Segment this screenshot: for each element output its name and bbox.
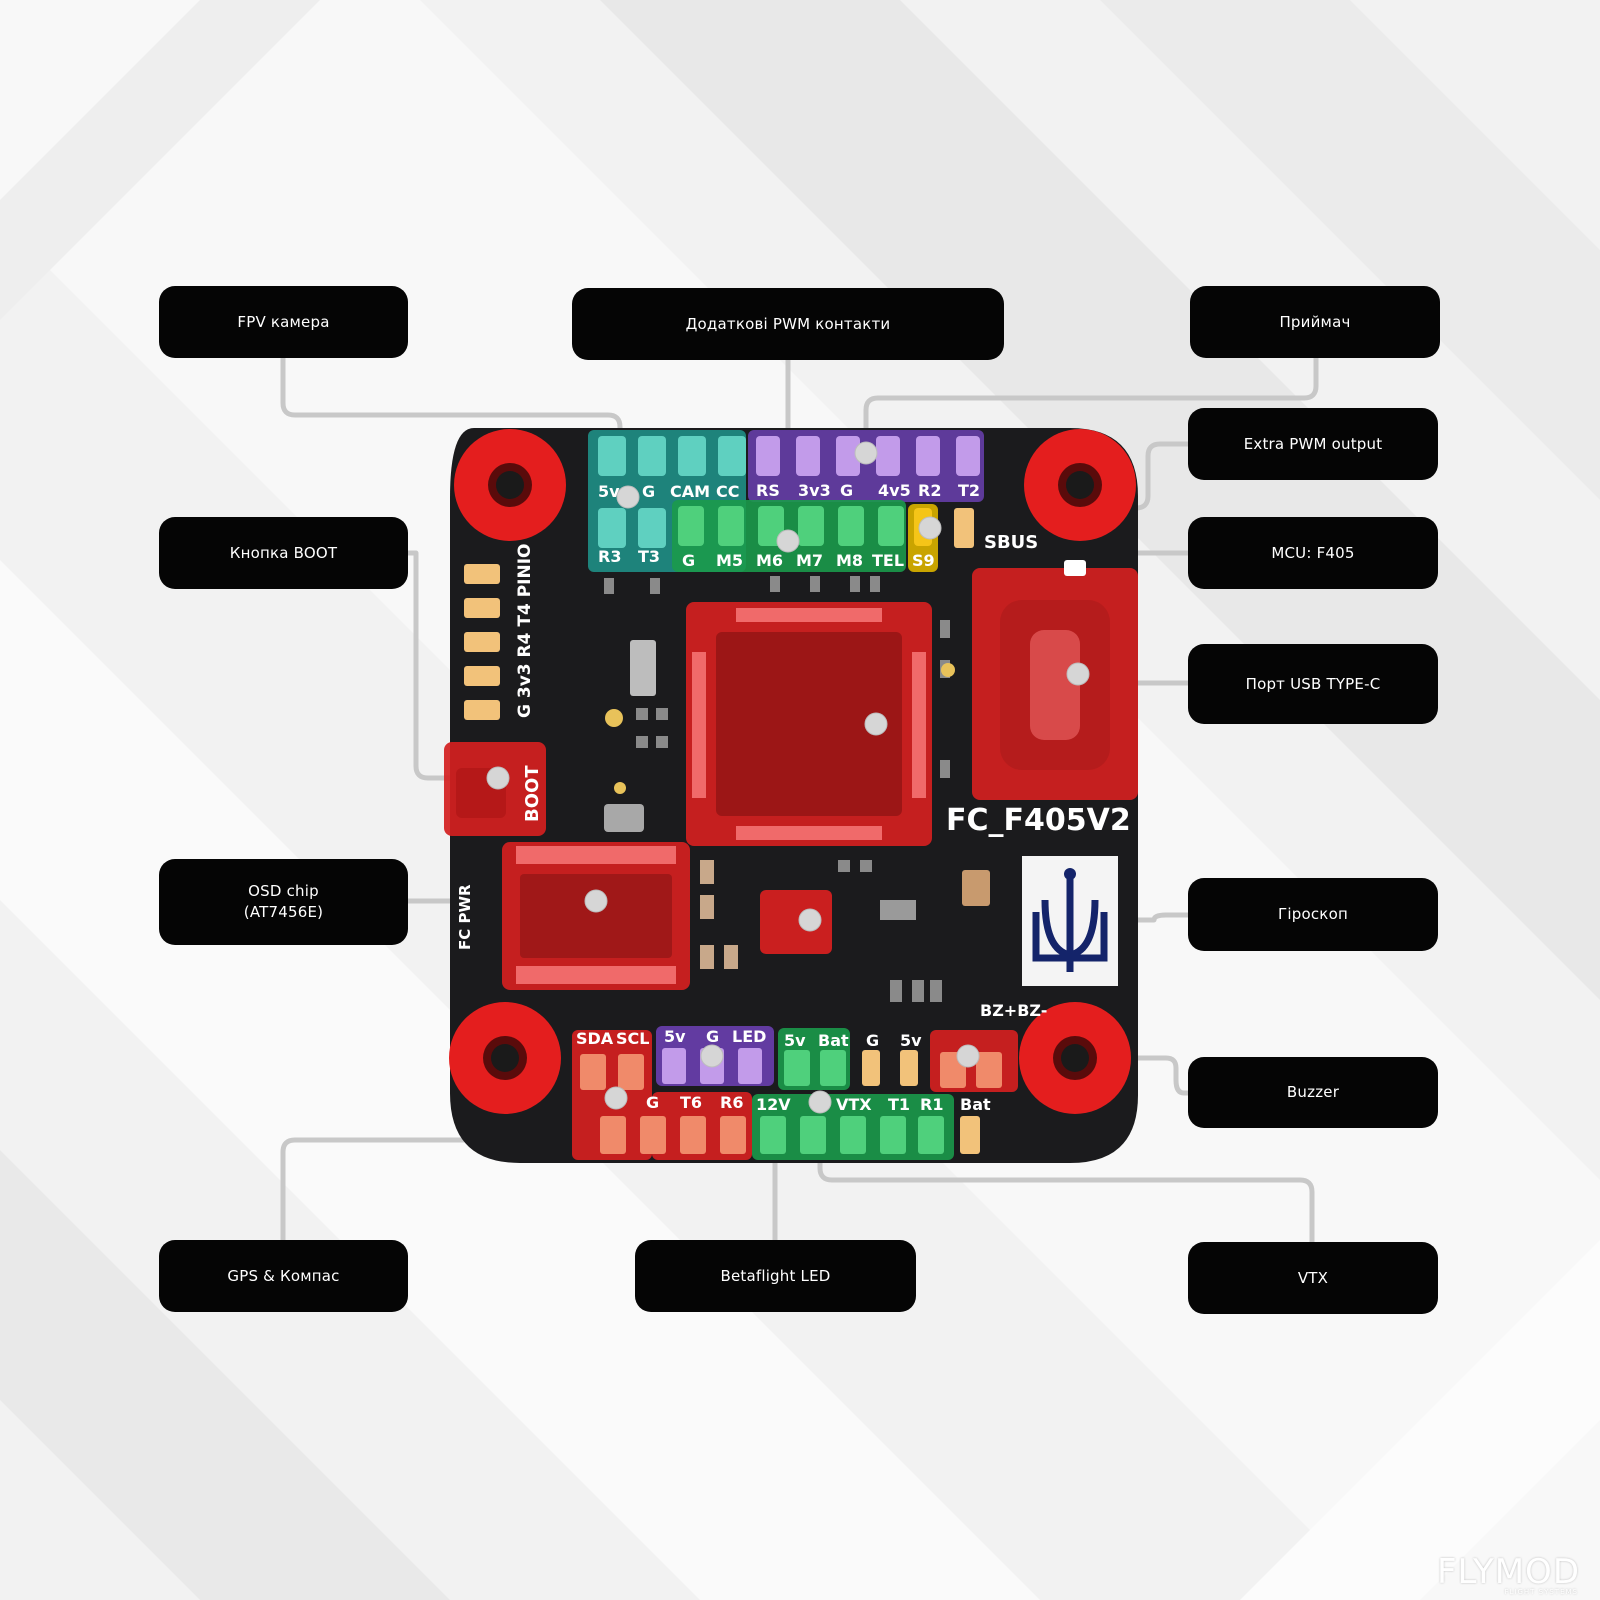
- motor-label-g: G: [682, 551, 695, 570]
- gps-label-sda: SDA: [576, 1029, 614, 1048]
- cam-label-g: G: [642, 482, 655, 501]
- motor-label-m6: M6: [756, 551, 783, 570]
- smd-components: [604, 576, 990, 1002]
- rx-label-g: G: [840, 481, 853, 500]
- dot-fpv-camera: [616, 485, 640, 509]
- vtx-label-r1: R1: [920, 1095, 943, 1114]
- dot-buzzer: [956, 1044, 980, 1068]
- vtx-top-label-bat: Bat: [818, 1031, 849, 1050]
- dot-osd: [584, 889, 608, 913]
- flight-controller-board: 5v G CAM CC R3 T3 RS 3v3 G 4v5 R2 T2: [444, 428, 1138, 1163]
- motor-label-m7: M7: [796, 551, 823, 570]
- line-vtx: [817, 1099, 1315, 1245]
- led-label-led: LED: [732, 1027, 766, 1046]
- anchor-dots: [486, 441, 1090, 1114]
- callout-fpv-camera: FPV камера: [159, 286, 408, 358]
- callout-extra-pwm-pins: Додаткові PWM контакти: [572, 288, 1004, 360]
- callout-mcu: MCU: F405: [1188, 517, 1438, 589]
- motor-label-m8: M8: [836, 551, 863, 570]
- watermark-tagline: FLIGHT SYSTEMS: [1504, 1588, 1578, 1596]
- sbus-label: SBUS: [984, 532, 1038, 553]
- dot-boot: [486, 766, 510, 790]
- callout-receiver: Приймач: [1190, 286, 1440, 358]
- vtx-label-bat: Bat: [960, 1095, 991, 1114]
- cam-label-r3: R3: [598, 547, 621, 566]
- dot-extra-pwm-output: [918, 516, 942, 540]
- rx-label-r2: R2: [918, 481, 941, 500]
- dot-usb: [1066, 662, 1090, 686]
- side-pads: G 3v3 R4 T4 PINIO FC PWR: [456, 544, 535, 951]
- rx-label-t2: T2: [958, 481, 980, 500]
- led-label-5v: 5v: [664, 1027, 686, 1046]
- line-gyro: [807, 912, 1191, 923]
- motor-label-tel: TEL: [872, 551, 904, 570]
- dot-vtx: [808, 1090, 832, 1114]
- motor-label-s9: S9: [912, 551, 935, 570]
- dot-receiver: [854, 441, 878, 465]
- line-extra-pwm-output: [927, 441, 1191, 511]
- rx-label-rs: RS: [756, 481, 780, 500]
- cam-label-cc: CC: [716, 482, 739, 501]
- dot-extra-pwm-pins: [776, 529, 800, 553]
- gyroscope-chip: [760, 890, 832, 954]
- dot-mcu: [864, 712, 888, 736]
- line-buzzer: [965, 1055, 1191, 1096]
- receiver-header: RS 3v3 G 4v5 R2 T2: [748, 430, 984, 502]
- usb-port: [972, 560, 1138, 800]
- cam-label-cam: CAM: [670, 482, 710, 501]
- rx-label-4v5: 4v5: [878, 481, 911, 500]
- dot-gyro: [798, 908, 822, 932]
- gps-label-t6: T6: [680, 1093, 702, 1112]
- line-boot: [405, 550, 501, 781]
- vtx-label-12v: 12V: [756, 1095, 791, 1114]
- mcu-chip: [686, 602, 932, 846]
- cam-label-t3: T3: [638, 547, 660, 566]
- watermark-brand: FLYMOD: [1436, 1552, 1580, 1592]
- callout-usb-port: Порт USB TYPE-C: [1188, 644, 1438, 724]
- vtx-header: 5v Bat G 5v 12V VTX T1 R1 Bat: [752, 1028, 991, 1160]
- callout-gps-compass: GPS & Компас: [159, 1240, 408, 1312]
- led-label-g: G: [706, 1027, 719, 1046]
- mounting-holes: [449, 429, 1136, 1114]
- callout-gyroscope: Гіроскоп: [1188, 878, 1438, 951]
- callout-vtx: VTX: [1188, 1242, 1438, 1314]
- trident-icon: [1022, 856, 1118, 986]
- fc-pwr-label: FC PWR: [456, 884, 474, 950]
- rx-label-3v3: 3v3: [798, 481, 831, 500]
- callout-osd-chip: OSD chip (AT7456E): [159, 859, 408, 945]
- cam-label-5v: 5v: [598, 482, 620, 501]
- callout-boot-button: Кнопка BOOT: [159, 517, 408, 589]
- callout-betaflight-led: Betaflight LED: [635, 1240, 916, 1312]
- line-fpv-camera: [280, 354, 623, 499]
- motor-label-m5: M5: [716, 551, 743, 570]
- side-pad-labels: G 3v3 R4 T4 PINIO: [515, 544, 535, 719]
- vtx-label-t1: T1: [888, 1095, 910, 1114]
- dot-betaflight-led: [700, 1044, 724, 1068]
- gps-label-g: G: [646, 1093, 659, 1112]
- line-receiver: [863, 354, 1319, 455]
- board-model-label: FC_F405V2: [946, 803, 1131, 838]
- dot-gps: [604, 1086, 628, 1110]
- vtx-top-label-5v: 5v: [784, 1031, 806, 1050]
- callout-buzzer: Buzzer: [1188, 1057, 1438, 1128]
- buzzer-silk-label: BZ+BZ-: [980, 1001, 1047, 1020]
- callout-extra-pwm-output: Extra PWM output: [1188, 408, 1438, 480]
- gps-label-scl: SCL: [616, 1029, 649, 1048]
- vtx-label-vtx: VTX: [836, 1095, 872, 1114]
- boot-silk-label: BOOT: [522, 765, 543, 822]
- vtx-top-label-g: G: [866, 1031, 879, 1050]
- vtx-top-label-5v-2: 5v: [900, 1031, 922, 1050]
- osd-chip: [502, 842, 690, 990]
- flymod-watermark: FLYMOD FLIGHT SYSTEMS: [1436, 1552, 1580, 1596]
- gps-label-r6: R6: [720, 1093, 743, 1112]
